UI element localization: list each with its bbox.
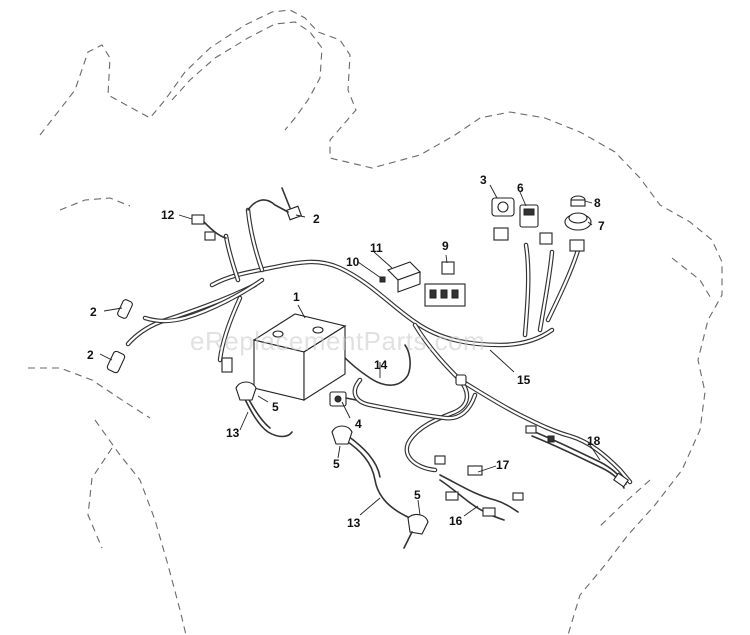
callout-5-upper: 5 [272,400,279,414]
connector-2-left [117,299,133,319]
battery [252,313,347,402]
callout-17: 17 [496,458,510,472]
relay-11 [387,261,421,293]
callout-8: 8 [594,196,601,210]
harness-16-17 [439,465,524,521]
callout-7: 7 [598,219,605,233]
fuse-10 [379,276,386,283]
connector-12 [191,214,227,241]
callout-11: 11 [370,241,383,255]
terminal-boot-lower [403,513,429,549]
connector-17 [467,465,483,476]
connector-mid-harness [434,374,467,465]
battery-cable-13-lower [344,435,411,519]
connector-16b [482,507,496,517]
callout-3: 3 [480,173,487,187]
callout-13-lower: 13 [347,516,361,530]
callout-2-top: 2 [313,212,320,226]
terminal-boot-middle [331,425,353,445]
main-harness [125,207,633,485]
connector-17b [512,492,524,501]
connector-18-end [525,425,629,488]
switch-6 [519,204,553,245]
callout-14: 14 [374,358,388,372]
callout-13-upper: 13 [226,426,240,440]
connector-main-left [221,357,233,373]
callout-1: 1 [293,290,300,304]
callout-10: 10 [346,255,360,269]
callout-4: 4 [355,417,362,431]
callout-12: 12 [161,208,175,222]
callout-labels: 1 2 2 2 3 4 5 5 5 6 7 8 9 10 11 12 13 13… [87,173,605,530]
fuse-holder-9 [424,261,466,307]
connector-2-top [247,187,303,221]
machine-outline [28,9,723,635]
cap-8 [570,195,586,207]
callout-9: 9 [442,239,449,253]
callout-2-left: 2 [90,305,97,319]
leader-lines [99,184,601,517]
callout-16: 16 [449,514,463,528]
callout-5-lower: 5 [414,488,421,502]
connector-2-bottom [106,350,126,374]
callout-18: 18 [587,434,601,448]
callout-15: 15 [517,373,531,387]
callout-6: 6 [517,181,524,195]
callout-5-middle: 5 [333,457,340,471]
connector-16a [445,491,459,501]
switch-7 [564,212,592,252]
callout-2-bottom: 2 [87,348,94,362]
watermark-text: eReplacementParts.com [190,326,485,356]
terminal-boot-upper [235,381,257,401]
ignition-switch [491,197,515,241]
